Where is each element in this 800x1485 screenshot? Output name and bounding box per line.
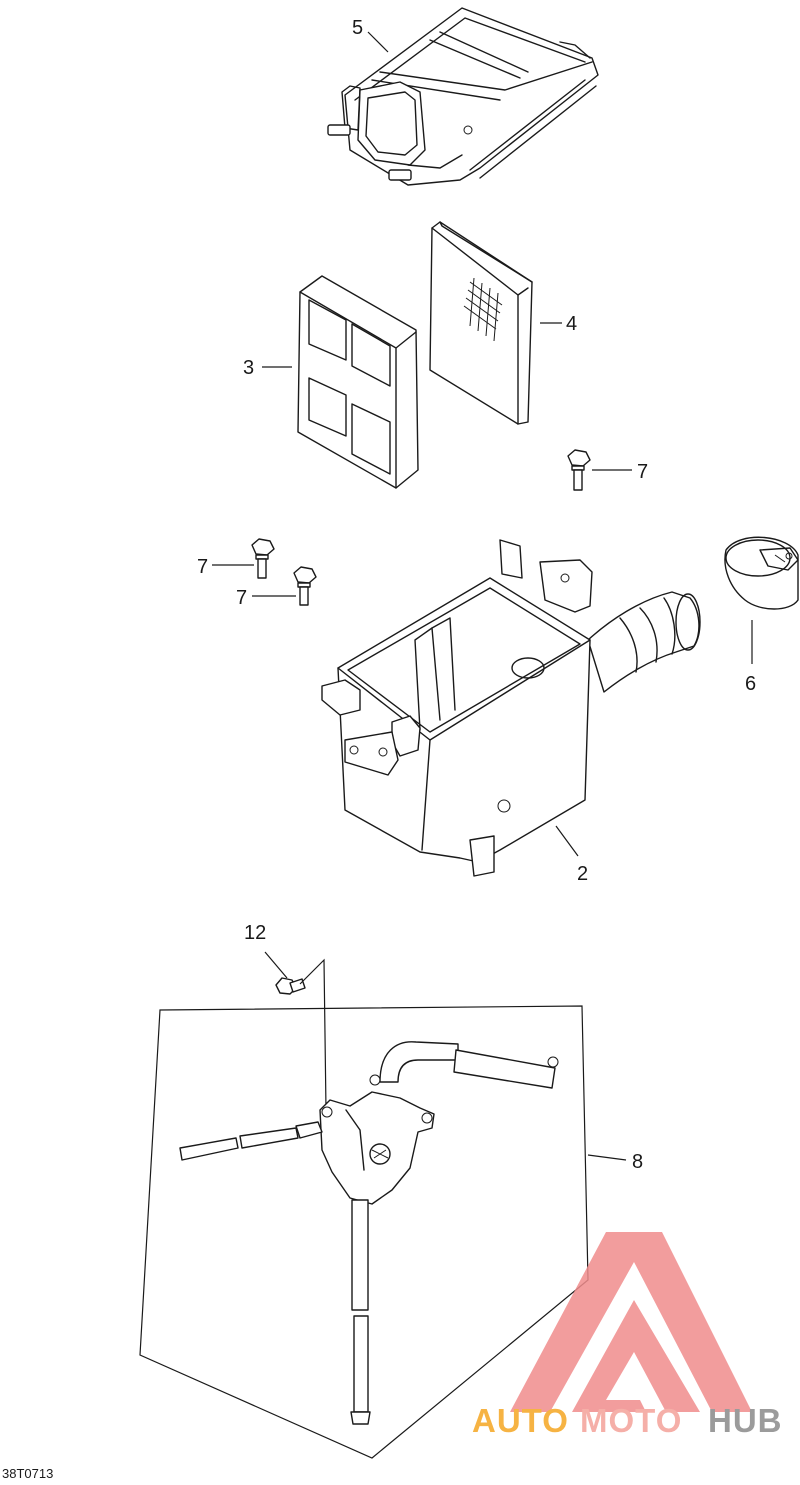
callout-4: 4: [566, 313, 577, 335]
part-3-filter-frame: [297, 275, 419, 489]
part-7-bolt-middle: [293, 566, 317, 606]
callout-2: 2: [577, 863, 588, 885]
callout-8: 8: [632, 1151, 643, 1173]
diagram-code: 38T0713: [2, 1466, 53, 1481]
part-2-airbox-base: [321, 539, 701, 877]
part-7-bolt-left: [251, 538, 275, 579]
part-12-screw: [275, 977, 306, 995]
callout-5: 5: [352, 17, 363, 39]
part-8-breather-assembly: [179, 1041, 559, 1425]
callout-6: 6: [745, 673, 756, 695]
part-7-bolt-upper: [567, 449, 591, 491]
part-5-airbox-cover: [327, 7, 599, 186]
part-8-group-boundary: [139, 1005, 589, 1459]
callout-3: 3: [243, 357, 254, 379]
watermark-hub: HUB: [708, 1402, 783, 1439]
part-4-filter-panel: [429, 221, 533, 425]
callout-7-middle: 7: [236, 587, 247, 609]
callout-12: 12: [244, 922, 266, 944]
callout-7-left: 7: [197, 556, 208, 578]
automotohub-logo-mark: [510, 1232, 752, 1412]
callout-7-upper: 7: [637, 461, 648, 483]
watermark-auto: AUTO: [472, 1402, 569, 1439]
automotohub-watermark: AUTO MOTO HUB: [472, 1232, 783, 1439]
watermark-moto: MOTO: [580, 1402, 682, 1439]
part-6-cap: [724, 536, 799, 610]
